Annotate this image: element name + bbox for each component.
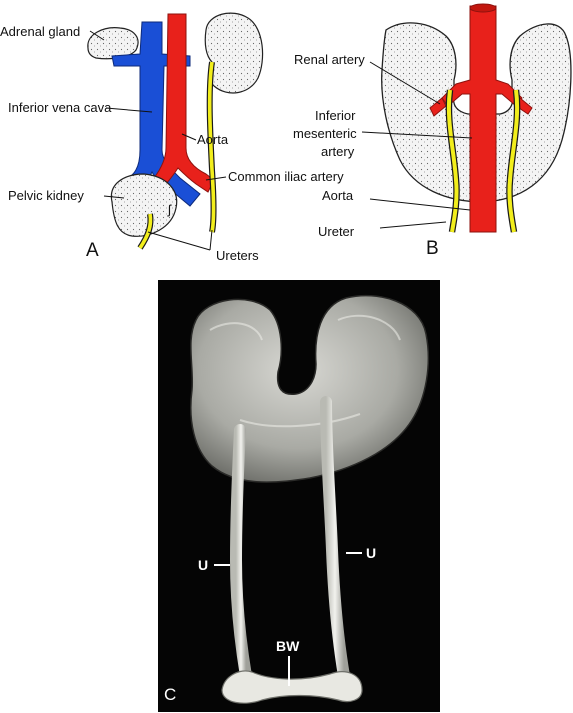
label-pelvic-kidney: Pelvic kidney	[8, 188, 84, 203]
pelvic-kidney-shape	[110, 173, 178, 237]
specimen-ureter-right	[320, 396, 350, 682]
aorta-a-shape	[153, 13, 215, 193]
label-adrenal-gland: Adrenal gland	[0, 24, 80, 39]
label-aorta-b: Aorta	[322, 188, 354, 203]
panel-letter-a: A	[86, 240, 99, 261]
label-bw: BW	[276, 638, 300, 654]
panel-c-photo: U U BW C	[158, 280, 440, 712]
panel-letter-c: C	[164, 685, 176, 704]
aorta-b-top	[469, 3, 497, 13]
label-renal-artery: Renal artery	[294, 52, 365, 67]
specimen-highlights	[209, 314, 401, 428]
label-inferior-mesenteric-2: mesenteric	[293, 126, 357, 141]
upper-kidney-shape	[204, 12, 264, 94]
label-ureters: Ureters	[216, 248, 259, 263]
label-ureter-b: Ureter	[318, 224, 355, 239]
ureter-a-left-fill	[138, 213, 153, 249]
specimen-bladder-wall	[221, 670, 363, 704]
label-common-iliac-artery: Common iliac artery	[228, 169, 344, 184]
label-u-left: U	[198, 557, 208, 573]
adrenal-gland-shape	[87, 27, 139, 60]
panel-letter-b: B	[426, 238, 439, 259]
panel-b: Renal artery Inferior mesenteric artery …	[293, 3, 572, 259]
ureter-b-right-fill	[507, 89, 520, 233]
ureter-a-right-fill	[207, 61, 216, 233]
panel-a: ʃ Adrenal gland Inferior vena cava Aorta…	[0, 12, 344, 263]
specimen-kidney	[190, 294, 430, 483]
label-u-right: U	[366, 545, 376, 561]
panel-b-leaders	[361, 61, 473, 229]
specimen-ureter-left	[229, 424, 252, 682]
label-aorta-a: Aorta	[197, 132, 229, 147]
ureter-b-left-fill	[446, 89, 459, 233]
horseshoe-kidney-shape	[381, 22, 572, 203]
pelvis-squiggle: ʃ	[167, 202, 172, 217]
label-inferior-mesenteric-3: artery	[321, 144, 355, 159]
label-inferior-mesenteric-1: Inferior	[315, 108, 356, 123]
label-inferior-vena-cava: Inferior vena cava	[8, 100, 112, 115]
panel-a-leaders	[89, 30, 227, 251]
